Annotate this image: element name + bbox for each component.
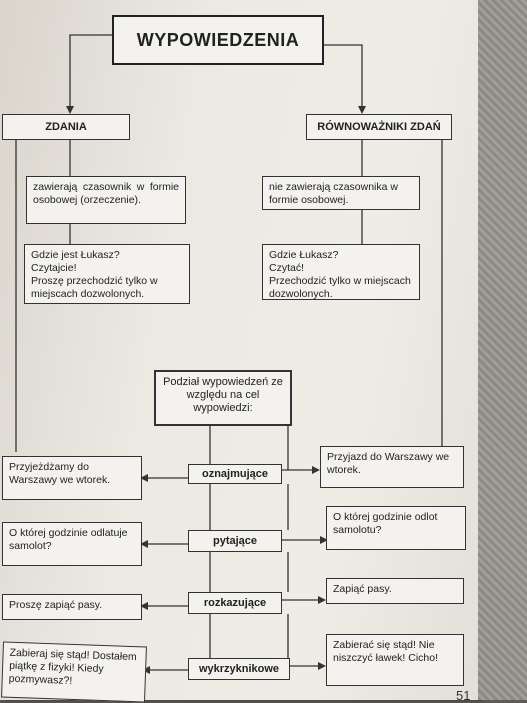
example-rozkazujace-zdanie: Proszę zapiąć pasy. (2, 594, 142, 620)
example-oznajmujace-zdanie: Przyjeżdżamy do Warszawy we wtorek. (2, 456, 142, 500)
example-wykrzyknikowe-zdanie: Zabieraj się stąd! Dostałem piątkę z fiz… (1, 641, 147, 703)
example-pytajace-rownowaznik: O której godzinie odlot samolotu? (326, 506, 466, 550)
example-oznajmujace-rownowaznik: Przyjazd do Warszawy we wtorek. (320, 446, 464, 488)
division-box: Podział wypowiedzeń ze względu na cel wy… (154, 370, 292, 426)
type-pytajace: pytające (188, 530, 282, 552)
page-title: WYPOWIEDZENIA (112, 15, 324, 65)
zdania-header: ZDANIA (2, 114, 130, 140)
zdania-examples: Gdzie jest Łukasz? Czytajcie! Proszę prz… (24, 244, 190, 304)
type-wykrzyknikowe: wykrzyknikowe (188, 658, 290, 680)
example-line: Przechodzić tylko w miejscach dozwolonyc… (269, 275, 411, 300)
example-line: Gdzie Łukasz? (269, 249, 339, 261)
example-line: Czytajcie! (31, 262, 77, 274)
rownowazniki-examples: Gdzie Łukasz? Czytać! Przechodzić tylko … (262, 244, 420, 300)
page-number: 51 (456, 688, 471, 703)
type-oznajmujace: oznajmujące (188, 464, 282, 484)
example-rozkazujace-rownowaznik: Zapiąć pasy. (326, 578, 464, 604)
rownowazniki-header: RÓWNOWAŻNIKI ZDAŃ (306, 114, 452, 140)
type-rozkazujace: rozkazujące (188, 592, 282, 614)
background-fabric (478, 0, 527, 700)
example-pytajace-zdanie: O której godzinie odlatuje samolot? (2, 522, 142, 566)
example-line: Proszę przechodzić tylko w miejscach doz… (31, 275, 158, 300)
example-line: Gdzie jest Łukasz? (31, 249, 120, 261)
zdania-definition: zawierają czasownik w formie osobowej (o… (26, 176, 186, 224)
rownowazniki-definition: nie zawierają czasownika w formie osobow… (262, 176, 420, 210)
example-wykrzyknikowe-rownowaznik: Zabierać się stąd! Nie niszczyć ławek! C… (326, 634, 464, 686)
example-line: Czytać! (269, 262, 305, 274)
